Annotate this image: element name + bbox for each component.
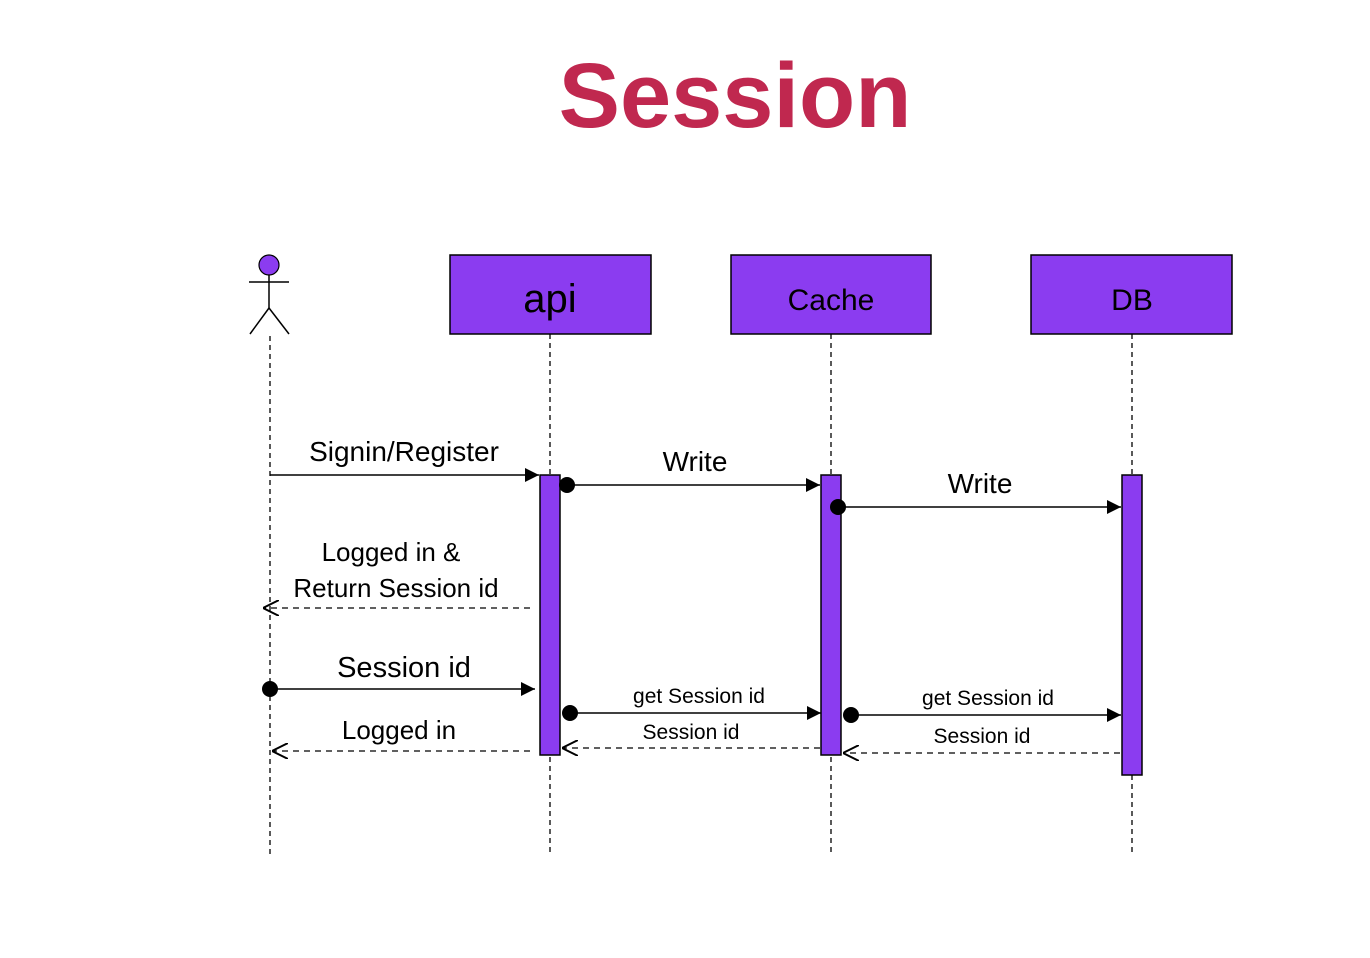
message-label-line-1: Logged in &	[322, 537, 461, 567]
participant-db: DB	[1030, 254, 1233, 335]
activation-db	[1121, 474, 1143, 776]
message-label: Session id	[643, 721, 740, 744]
message-label: Logged in	[342, 715, 456, 745]
activation-api	[539, 474, 561, 756]
participant-api: api	[449, 254, 652, 335]
participant-api-label: api	[523, 277, 576, 321]
message-signin-register: Signin/Register	[270, 436, 539, 482]
message-label: get Session id	[922, 687, 1054, 710]
message-get-session-id-cache-db: get Session id	[843, 687, 1121, 723]
message-logged-in: Logged in	[272, 715, 530, 751]
participant-cache-label: Cache	[788, 284, 875, 317]
message-get-session-id-api-cache: get Session id	[562, 685, 821, 721]
message-label: get Session id	[633, 685, 765, 708]
message-label: Write	[948, 468, 1013, 499]
message-write-api-cache: Write	[559, 446, 820, 493]
actor-user-icon	[249, 254, 290, 335]
message-label: Write	[663, 446, 728, 477]
message-label: Signin/Register	[309, 436, 499, 467]
activation-cache	[820, 474, 842, 756]
message-logged-in-return-session-id: Logged in & Return Session id	[263, 537, 530, 608]
message-write-cache-db: Write	[830, 468, 1121, 515]
page-title: Session	[558, 45, 912, 147]
participant-db-label: DB	[1111, 284, 1153, 317]
participant-cache: Cache	[730, 254, 932, 335]
message-session-id-cache-api: Session id	[562, 721, 820, 748]
message-label-line-2: Return Session id	[293, 573, 498, 603]
message-session-id-db-cache: Session id	[843, 725, 1120, 753]
message-session-id-user-api: Session id	[262, 652, 535, 697]
message-label: Session id	[337, 652, 471, 684]
message-label: Session id	[934, 725, 1031, 748]
